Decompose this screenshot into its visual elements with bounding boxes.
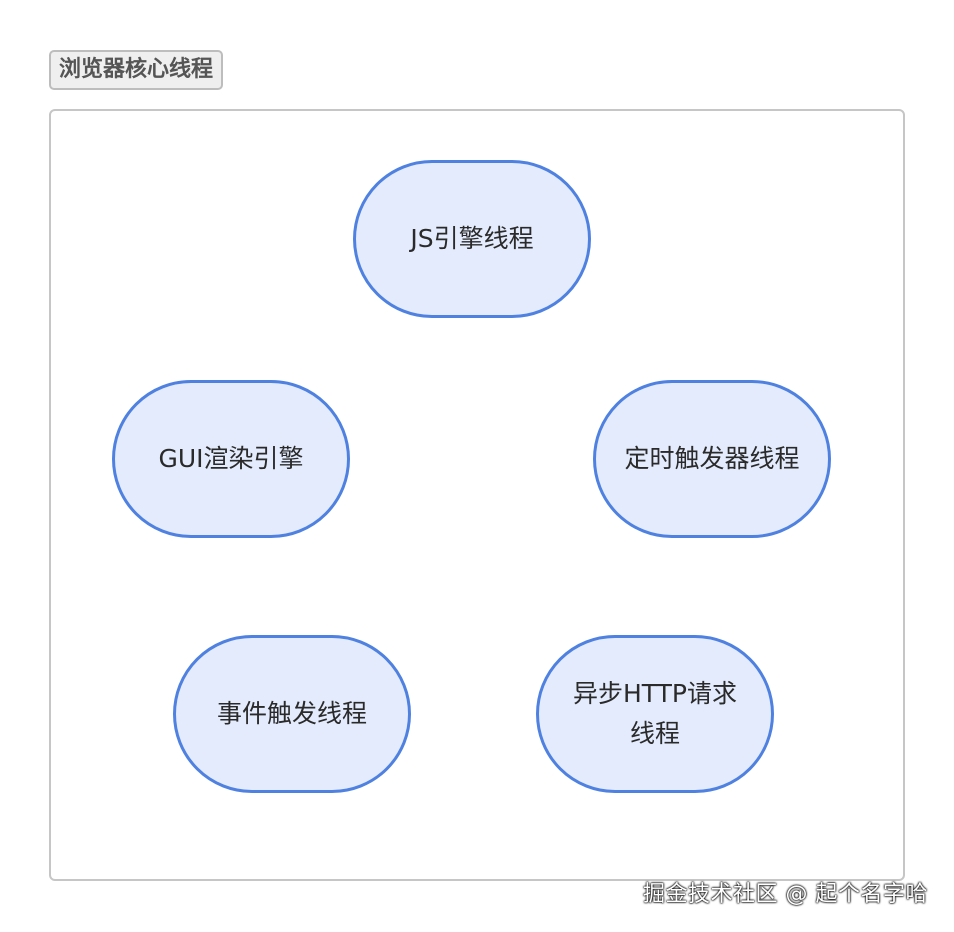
- node-label: 异步HTTP请求线程: [573, 679, 737, 748]
- node-event-trigger-thread[interactable]: 事件触发线程: [173, 635, 411, 793]
- section-title: 浏览器核心线程: [49, 50, 224, 90]
- watermark: 掘金技术社区 @ 起个名字哈: [643, 882, 928, 907]
- node-label: 定时触发器线程: [624, 444, 800, 473]
- node-label: 事件触发线程: [216, 699, 367, 728]
- node-timer-trigger-thread[interactable]: 定时触发器线程: [593, 380, 831, 538]
- node-label: GUI渲染引擎: [158, 444, 304, 473]
- node-js-engine-thread[interactable]: JS引擎线程: [353, 160, 591, 318]
- node-label: JS引擎线程: [410, 224, 534, 253]
- node-gui-render-engine[interactable]: GUI渲染引擎: [112, 380, 350, 538]
- node-async-http-thread[interactable]: 异步HTTP请求线程: [536, 635, 774, 793]
